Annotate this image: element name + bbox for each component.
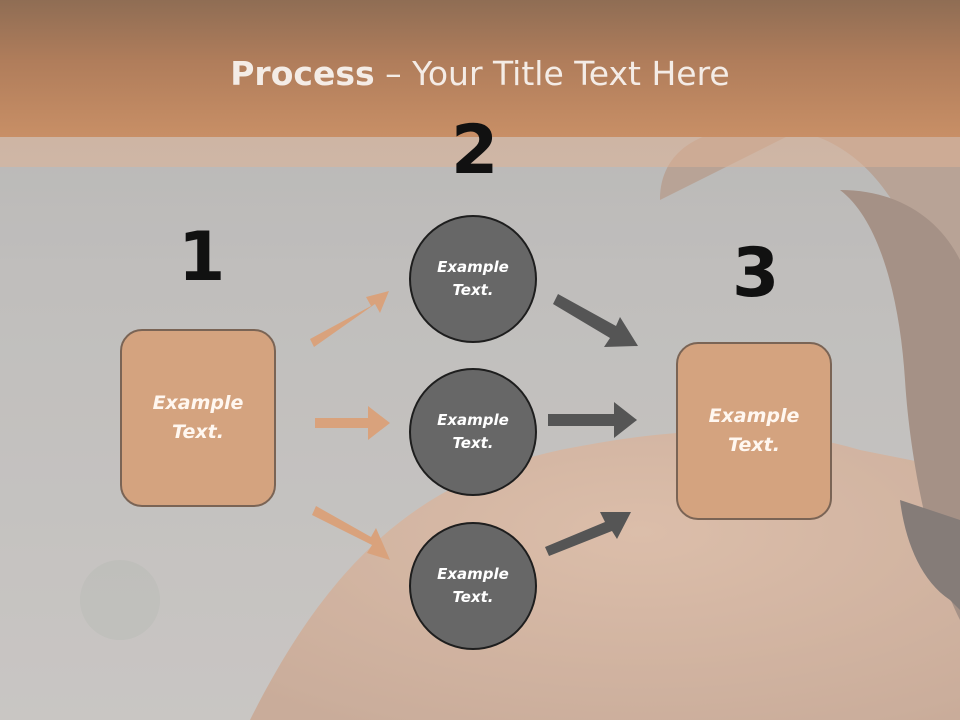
- left-box-text: Example Text.: [152, 392, 244, 443]
- arrow-left-bottom: [312, 506, 390, 560]
- circle-middle: Example Text.: [409, 368, 537, 496]
- left-arrows: [310, 291, 390, 560]
- slide-title: Process – Your Title Text Here: [0, 54, 960, 93]
- circle-top: Example Text.: [409, 215, 537, 343]
- step-number-1: 1: [178, 218, 226, 297]
- step-number-2: 2: [451, 111, 499, 190]
- arrow-left-top: [310, 291, 389, 347]
- left-process-box: Example Text.: [120, 329, 276, 507]
- arrow-right-bottom: [545, 512, 631, 556]
- arrow-right-top: [553, 294, 638, 347]
- right-box-text: Example Text.: [708, 405, 800, 456]
- circle-middle-text: Example Text.: [437, 411, 509, 452]
- arrow-left-middle: [315, 406, 390, 440]
- right-process-box: Example Text.: [676, 342, 832, 520]
- circle-top-text: Example Text.: [437, 258, 509, 299]
- arrow-right-middle: [548, 402, 637, 438]
- right-arrows: [545, 294, 638, 556]
- circle-bottom: Example Text.: [409, 522, 537, 650]
- title-rest: – Your Title Text Here: [374, 54, 730, 93]
- title-band: [0, 0, 960, 137]
- title-strip: [0, 137, 960, 167]
- title-bold: Process: [230, 54, 375, 93]
- circle-bottom-text: Example Text.: [437, 565, 509, 606]
- step-number-3: 3: [732, 234, 780, 313]
